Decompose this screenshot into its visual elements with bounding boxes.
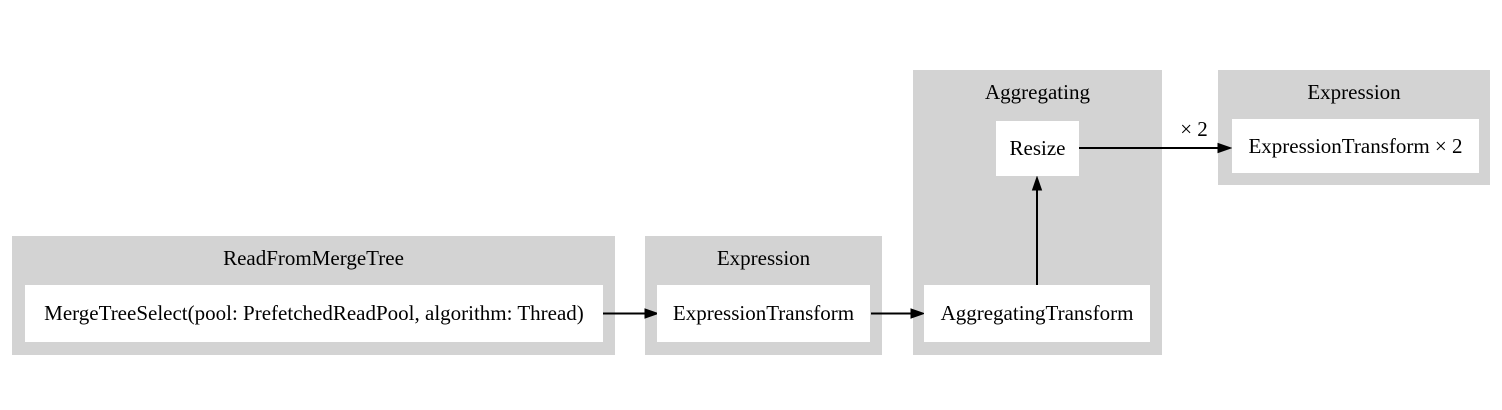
node-expressiontransform: ExpressionTransform: [657, 285, 870, 342]
arrowhead-icon: [910, 308, 926, 319]
node-aggregatingtransform: AggregatingTransform: [924, 285, 1150, 342]
node-mergetreeselect: MergeTreeSelect(pool: PrefetchedReadPool…: [25, 285, 603, 342]
arrowhead-icon: [1217, 142, 1233, 154]
arrowhead-icon: [644, 308, 660, 319]
edge-label-x2: × 2: [1180, 117, 1208, 141]
cluster-label-expression-2: Expression: [1307, 80, 1401, 104]
cluster-label-readfrommergetree: ReadFromMergeTree: [223, 246, 404, 270]
node-expressiontransform-x2: ExpressionTransform × 2: [1232, 119, 1479, 173]
node-resize: Resize: [996, 121, 1079, 176]
cluster-label-expression-1: Expression: [716, 246, 811, 270]
arrowhead-icon: [1031, 175, 1043, 191]
cluster-label-aggregating: Aggregating: [985, 80, 1090, 104]
